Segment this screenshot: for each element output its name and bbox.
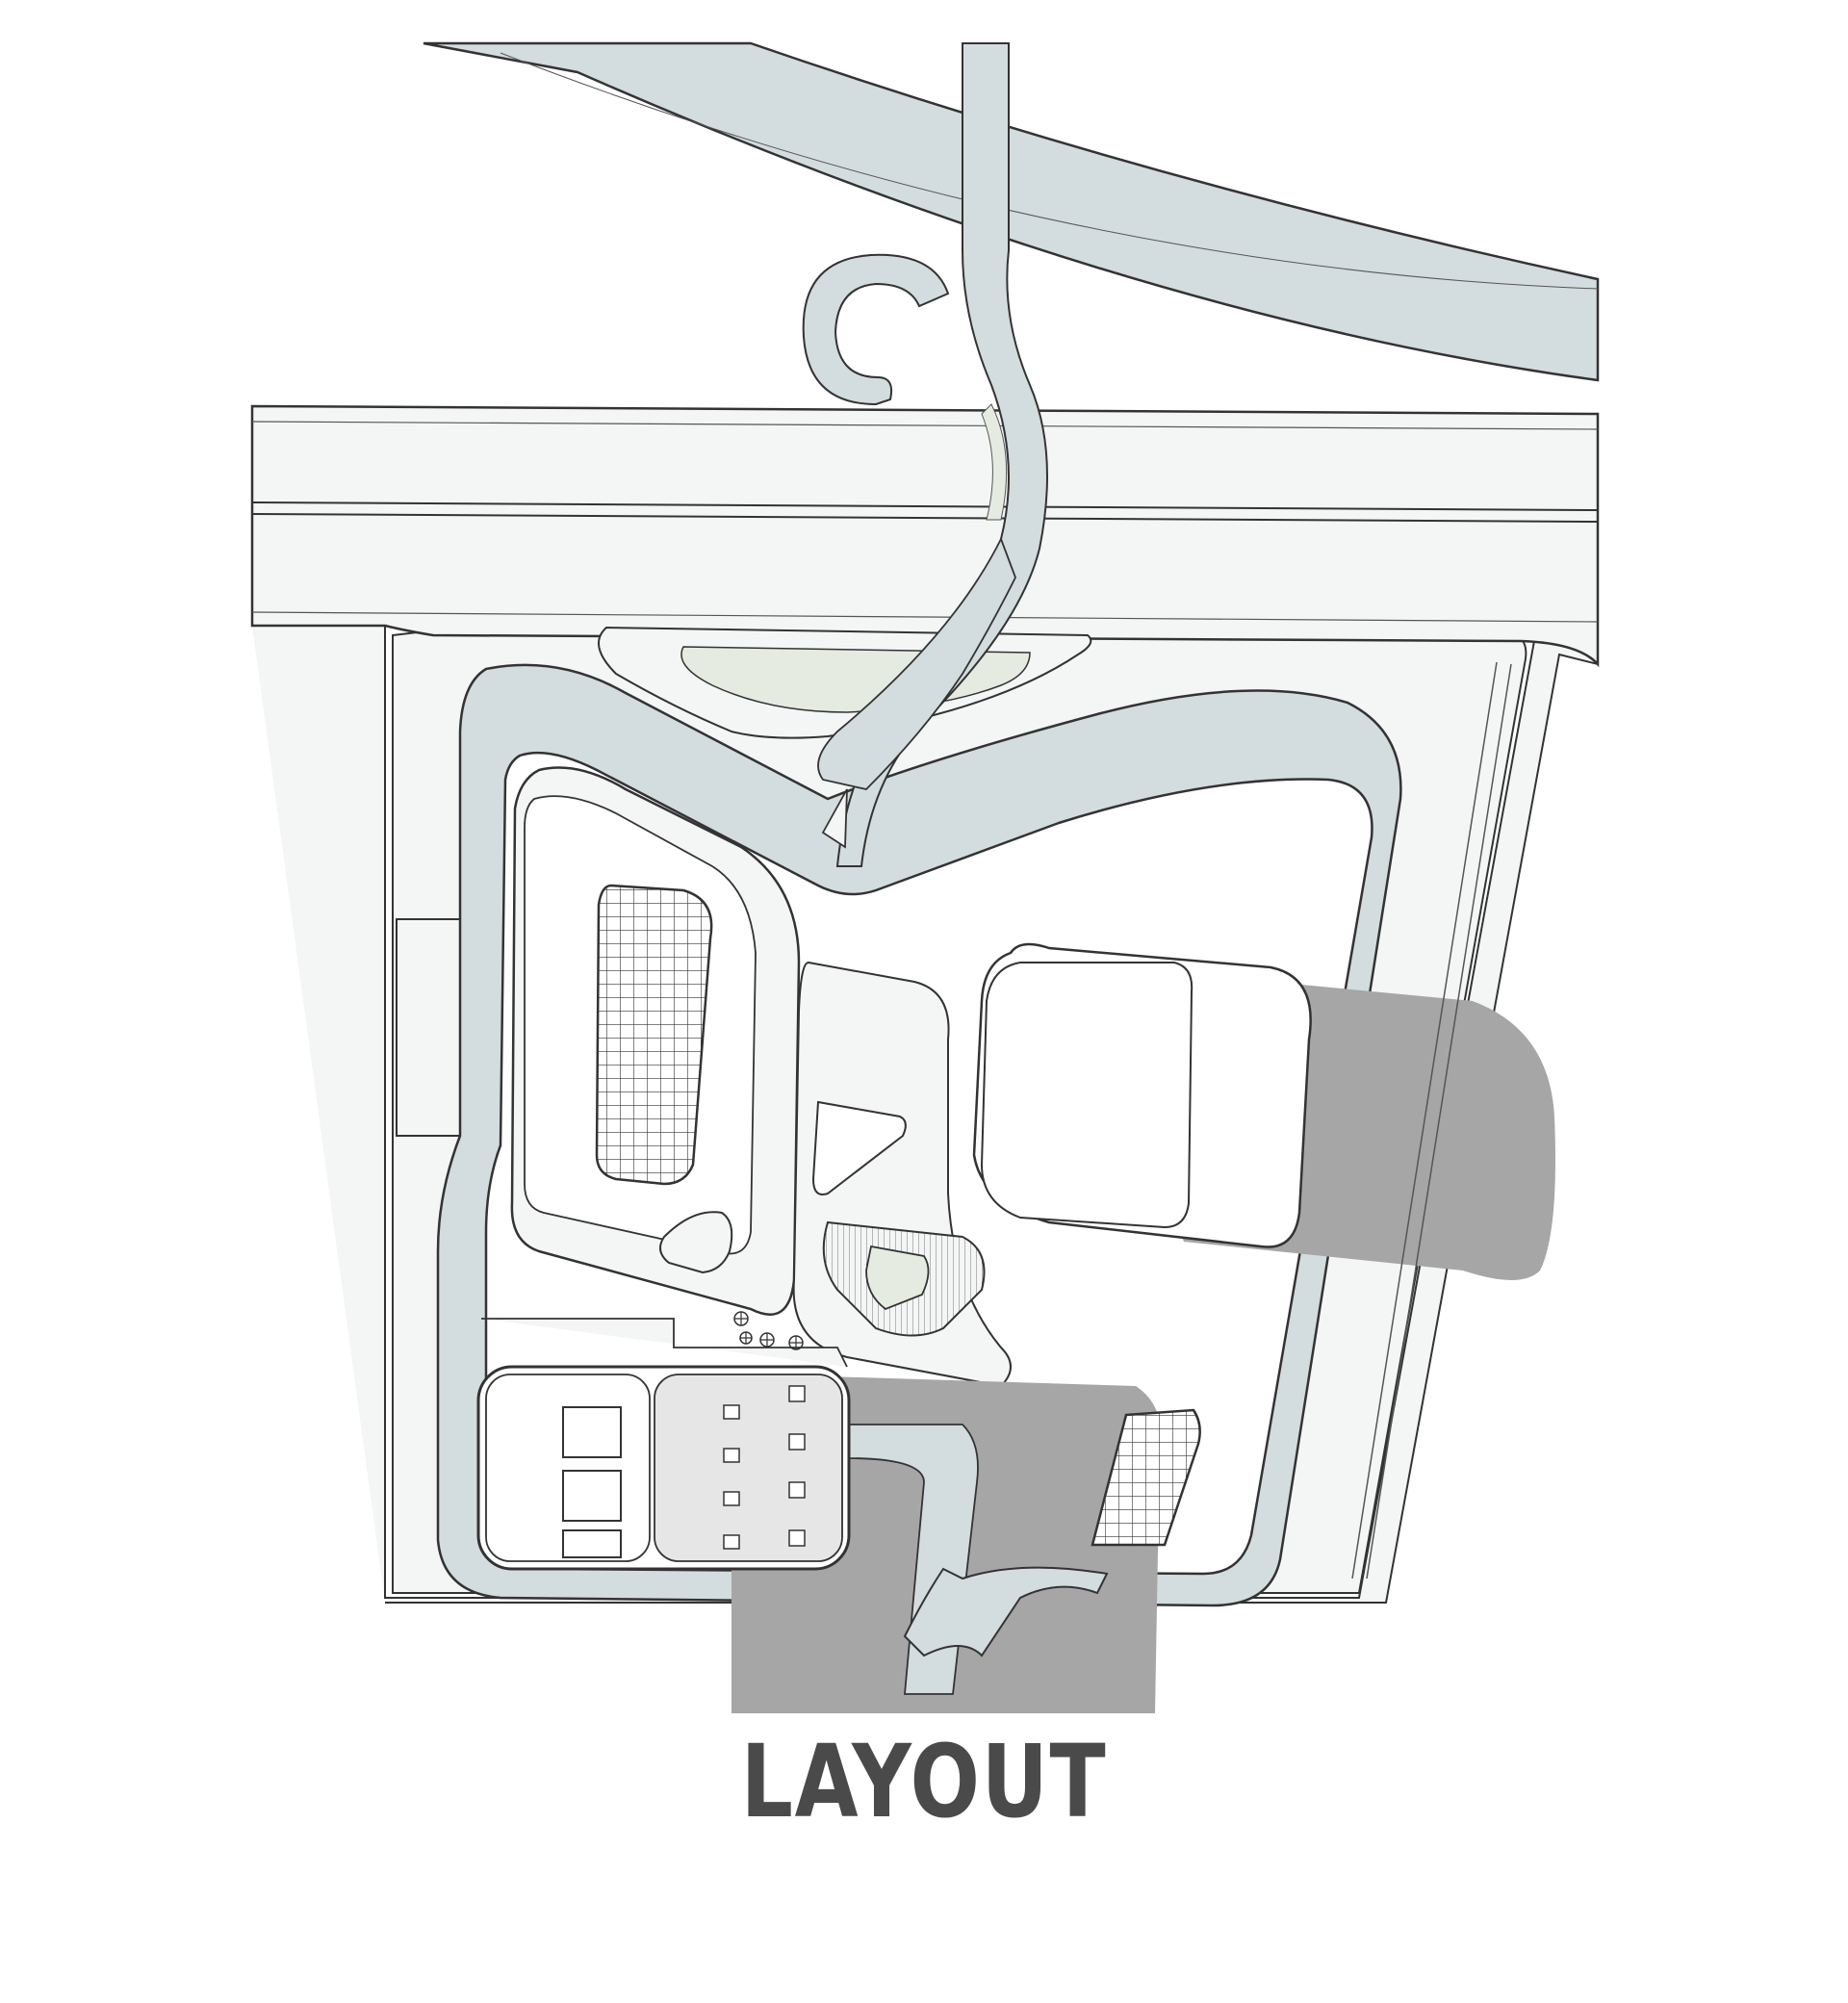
tree-cluster [733, 1311, 804, 1350]
tree-icon [733, 1311, 749, 1326]
podium-wrap [481, 1318, 848, 1368]
diagonal-highway [423, 41, 1600, 382]
tree-icon [759, 1332, 775, 1348]
atrium-triangle [811, 1100, 907, 1195]
road-median-line [251, 501, 1599, 523]
highway-lane-line [500, 52, 1599, 290]
flyover-ramp [835, 42, 1048, 867]
podium-inner-right [654, 1374, 843, 1562]
column-4 [723, 1534, 740, 1550]
column-2 [723, 1448, 740, 1463]
grid-courtyard [595, 884, 713, 1186]
ramp-loop [802, 253, 950, 406]
core-room-3 [562, 1529, 622, 1558]
lift-3 [788, 1481, 806, 1499]
core-room-2 [562, 1470, 622, 1522]
main-road [250, 404, 1600, 668]
grid-canopy [1091, 1408, 1201, 1547]
small-island [659, 1211, 733, 1274]
road-curb-line [251, 421, 1599, 623]
escalator-core [865, 1245, 930, 1311]
column-1 [723, 1404, 740, 1420]
lift-4 [788, 1529, 806, 1547]
entrance-ramp [903, 1566, 1109, 1657]
tree-icon [739, 1331, 753, 1345]
right-edge-strip [1351, 661, 1512, 1579]
right-building-inner [980, 962, 1194, 1229]
column-3 [723, 1491, 740, 1506]
lift-1 [788, 1385, 806, 1402]
tree-icon [788, 1335, 804, 1350]
page-title: LAYOUT [740, 1723, 1108, 1840]
flyover-green-strip [981, 403, 1008, 521]
core-room-1 [562, 1406, 622, 1458]
ramp-island [821, 788, 848, 849]
lift-2 [788, 1433, 806, 1451]
flyover-branch [817, 536, 1016, 790]
